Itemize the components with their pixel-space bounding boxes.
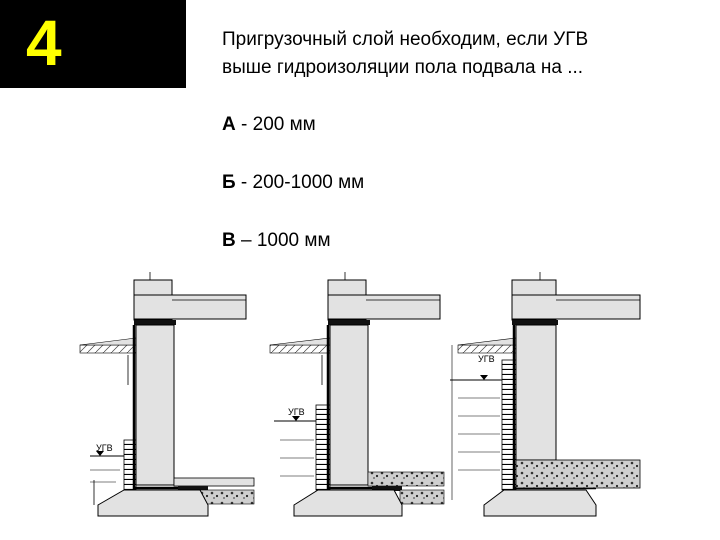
floor-slab bbox=[511, 294, 641, 320]
waterproofing-strip bbox=[328, 320, 370, 325]
blind-area bbox=[269, 337, 331, 346]
answer-separator: - bbox=[235, 172, 253, 193]
answer-separator: - bbox=[235, 114, 253, 135]
floor-waterproofing bbox=[178, 486, 208, 491]
basement-floor bbox=[173, 477, 255, 487]
ground-surface bbox=[269, 344, 331, 354]
waterproofing-strip bbox=[512, 320, 558, 325]
answer-option-b[interactable]: Б - 200-1000 мм bbox=[222, 172, 364, 194]
answer-letter: Б bbox=[222, 172, 236, 193]
diagram-1: УГВ bbox=[79, 272, 255, 517]
foundation-footing bbox=[293, 489, 403, 517]
ugv-label: УГВ bbox=[288, 407, 305, 417]
question-line-2: выше гидроизоляции пола подвала на ... bbox=[222, 57, 584, 78]
ugv-label: УГВ bbox=[96, 443, 113, 453]
gravel-bed bbox=[399, 489, 445, 505]
question-text: Пригрузочный слой необходим, если УГВ вы… bbox=[222, 26, 702, 82]
foundation-footing bbox=[97, 489, 209, 517]
answer-option-c[interactable]: В – 1000 мм bbox=[222, 230, 331, 252]
floor-slab bbox=[133, 294, 247, 320]
answer-value: 1000 мм bbox=[256, 230, 331, 251]
loading-layer bbox=[367, 471, 445, 487]
slide-number: 4 bbox=[26, 7, 62, 79]
question-line-1: Пригрузочный слой необходим, если УГВ bbox=[222, 29, 589, 50]
ground-surface bbox=[457, 344, 517, 354]
answer-value: 200-1000 мм bbox=[252, 172, 365, 193]
basement-wall bbox=[135, 324, 175, 486]
blind-area bbox=[457, 337, 517, 346]
basement-wall bbox=[329, 324, 369, 486]
diagram-3: УГВ bbox=[450, 272, 641, 517]
answer-value: 200 мм bbox=[252, 114, 316, 135]
slide-number-box: 4 bbox=[0, 0, 186, 88]
basement-wall bbox=[515, 324, 557, 461]
floor-waterproofing bbox=[372, 486, 402, 491]
groundwater-marker-icon bbox=[292, 416, 300, 421]
foundation-footing bbox=[483, 489, 597, 517]
answer-letter: В bbox=[222, 230, 236, 251]
ugv-label: УГВ bbox=[478, 354, 495, 364]
answer-option-a[interactable]: А - 200 мм bbox=[222, 114, 316, 136]
floor-slab bbox=[327, 294, 441, 320]
answer-letter: А bbox=[222, 114, 236, 135]
loading-layer bbox=[515, 459, 641, 489]
diagram-2: УГВ bbox=[269, 272, 445, 517]
blind-area bbox=[79, 337, 137, 346]
ground-surface bbox=[79, 344, 137, 354]
answer-separator: – bbox=[235, 230, 257, 251]
waterproofing-strip bbox=[134, 320, 176, 325]
groundwater-marker-icon bbox=[480, 375, 488, 380]
groundwater-marker-icon bbox=[96, 451, 104, 456]
